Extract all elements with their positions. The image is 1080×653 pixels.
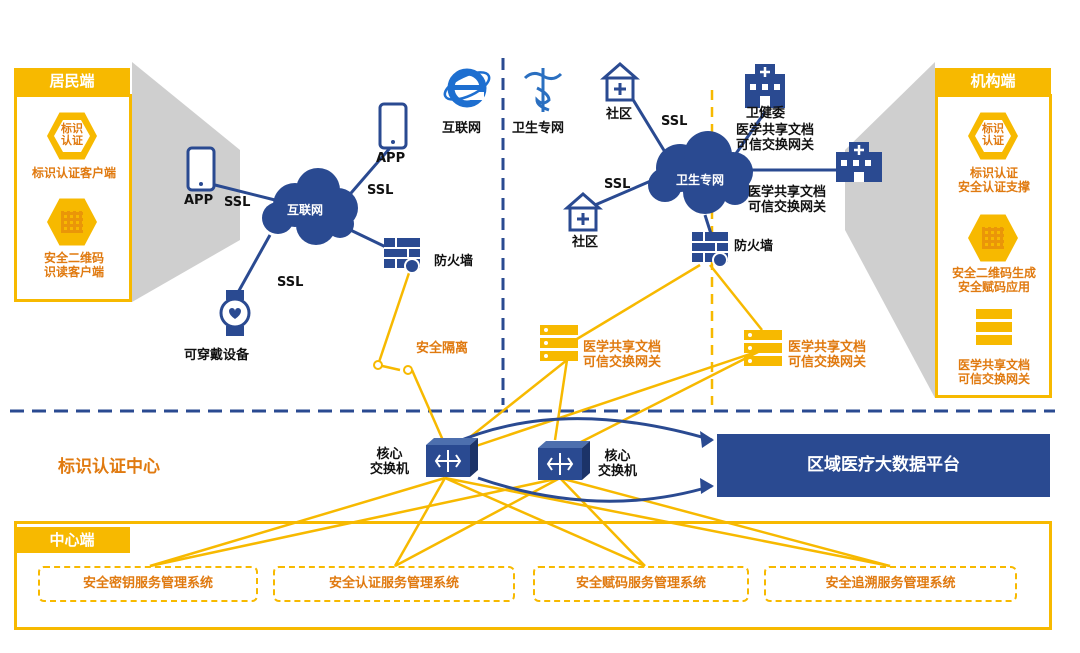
community-clinic-icon — [600, 62, 640, 102]
core-switch-icon — [426, 438, 478, 477]
phone-icon — [186, 146, 216, 192]
qr-code-icon — [968, 214, 1018, 262]
regional-medical-big-data-platform: 区域医疗大数据平台 — [717, 434, 1050, 497]
ssl-label: SSL — [224, 195, 251, 210]
gateway-label: 医学共享文档 可信交换网关 — [788, 340, 867, 370]
wearable-label: 可穿戴设备 — [184, 348, 250, 363]
qr-generation-label: 安全二维码生成 安全赋码应用 — [951, 266, 1036, 294]
gateway-label: 医学共享文档 可信交换网关 — [736, 123, 815, 153]
resident-panel: 标识 认证 标识认证客户端 安全二维码 识读客户端 — [14, 94, 132, 302]
hospital-icon — [745, 64, 785, 108]
auth-support-label: 标识认证 安全认证支撑 — [957, 166, 1030, 194]
institution-panel-title: 机构端 — [935, 68, 1051, 94]
health-network-label: 卫生专网 — [512, 121, 565, 136]
gateway-server-icon — [540, 325, 578, 361]
phone-icon — [378, 102, 408, 150]
institution-panel: 标识 认证 标识认证 安全认证支撑 安全二维码生成 安全赋码应用 医学共享文档 … — [935, 94, 1052, 398]
gateway-server-icon — [976, 309, 1012, 345]
health-network-cloud-icon — [648, 131, 753, 214]
internet-cloud-label: 互联网 — [287, 203, 324, 217]
internet-ie-label: 互联网 — [442, 121, 482, 136]
ssl-label: SSL — [367, 183, 394, 198]
app-left-label: APP — [184, 193, 214, 208]
auth-badge-icon: 标识 认证 — [47, 112, 97, 160]
firewall-label: 防火墙 — [734, 239, 774, 254]
resident-shadow — [132, 62, 240, 302]
auth-badge-icon: 标识 认证 — [968, 112, 1018, 160]
data-flow-arrow — [449, 417, 713, 447]
center-panel — [14, 521, 1052, 630]
center-panel-title: 中心端 — [14, 527, 130, 553]
internet-cloud-icon — [262, 168, 358, 245]
gateway-server-icon — [744, 330, 782, 366]
service-trace-management: 安全追溯服务管理系统 — [764, 566, 1017, 602]
qr-reader-client-label: 安全二维码 识读客户端 — [43, 251, 104, 279]
firewall-icon — [692, 232, 728, 268]
community-label: 社区 — [606, 107, 633, 122]
service-key-management: 安全密钥服务管理系统 — [38, 566, 258, 602]
gateway-label: 医学共享文档 可信交换网关 — [583, 340, 662, 370]
ssl-label: SSL — [277, 275, 304, 290]
qr-code-icon — [47, 198, 97, 246]
internet-explorer-icon — [443, 68, 491, 108]
firewall-label: 防火墙 — [434, 254, 474, 269]
service-coding-management: 安全赋码服务管理系统 — [533, 566, 749, 602]
resident-panel-title: 居民端 — [14, 68, 130, 94]
community-clinic-icon — [563, 192, 603, 232]
app-top-label: APP — [376, 151, 406, 166]
wearable-watch-icon — [219, 290, 251, 336]
ssl-label: SSL — [661, 114, 688, 129]
health-commission-label: 卫健委 — [746, 106, 786, 121]
community-label: 社区 — [572, 235, 599, 250]
isolation-switch-icon — [373, 360, 413, 375]
core-switch-icon — [538, 441, 590, 480]
ssl-label: SSL — [604, 177, 631, 192]
gateway-label: 医学共享文档 可信交换网关 — [748, 185, 827, 215]
auth-center-label: 标识认证中心 — [58, 457, 160, 477]
firewall-icon — [384, 238, 420, 274]
core-switch-label: 核心 交换机 — [370, 447, 410, 477]
caduceus-icon — [523, 68, 563, 112]
security-isolation-label: 安全隔离 — [416, 341, 469, 356]
service-auth-management: 安全认证服务管理系统 — [273, 566, 515, 602]
gateway-label: 医学共享文档 可信交换网关 — [957, 358, 1030, 386]
auth-client-label: 标识认证客户端 — [31, 166, 116, 180]
hospital-icon — [836, 142, 882, 182]
core-switch-label: 核心 交换机 — [598, 449, 638, 479]
health-cloud-label: 卫生专网 — [676, 173, 725, 187]
